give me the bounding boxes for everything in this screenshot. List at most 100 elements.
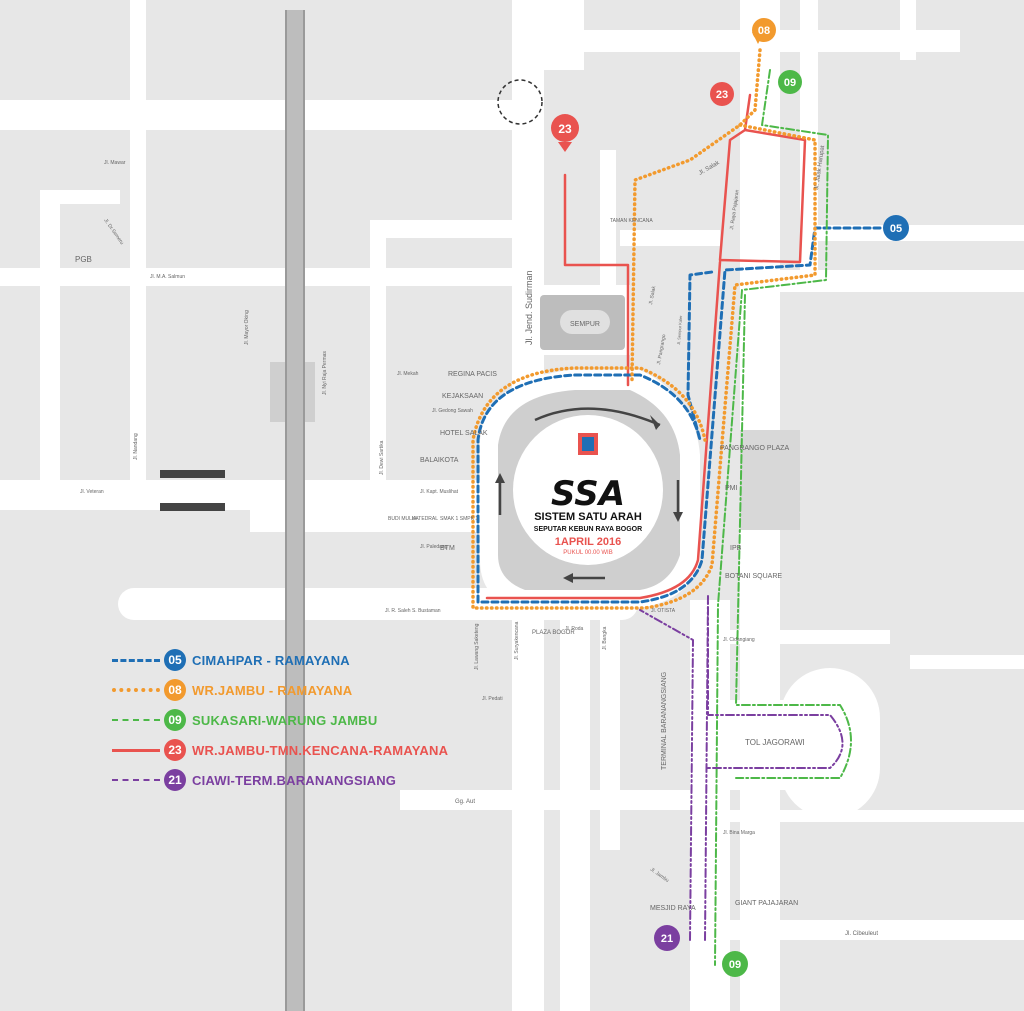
svg-text:09: 09 bbox=[784, 77, 796, 89]
badge-05-right: 05 bbox=[883, 215, 909, 241]
rail-crossing-top bbox=[160, 470, 225, 478]
street-nyi-raja-permas: Jl. Nyi Raja Permas bbox=[322, 351, 328, 395]
svg-text:09: 09 bbox=[729, 959, 741, 971]
legend-item-08: 08 WR.JAMBU - RAMAYANA bbox=[112, 675, 472, 705]
svg-text:05: 05 bbox=[890, 223, 902, 235]
legend-badge-21: 21 bbox=[164, 769, 186, 791]
legend-label-23: WR.JAMBU-TMN.KENCANA-RAMAYANA bbox=[192, 742, 449, 758]
ssa-time: PUKUL 00.00 WIB bbox=[563, 550, 612, 556]
route-23-line bbox=[485, 93, 807, 600]
legend-item-23: 23 WR.JAMBU-TMN.KENCANA-RAMAYANA bbox=[112, 735, 472, 765]
place-pangrango-plaza: PANGRANGO PLAZA bbox=[720, 445, 789, 452]
place-terminal: TERMINAL BARANANGSIANG bbox=[661, 672, 668, 770]
street-cidangiang: Jl. Cidangiang bbox=[723, 637, 755, 643]
street-salak-top: Jl. Salak bbox=[698, 160, 722, 177]
street-kapt-muslihat: Jl. Kapt. Muslihat bbox=[420, 489, 459, 495]
place-tol-jagorawi: TOL JAGORAWI bbox=[745, 738, 805, 747]
ssa-date: 1APRIL 2016 bbox=[555, 536, 621, 548]
railway-track bbox=[285, 10, 305, 1011]
street-taman-kencana: TAMAN KENCANA bbox=[610, 218, 653, 224]
legend-badge-23: 23 bbox=[164, 739, 186, 761]
street-roda: Jl. Roda bbox=[565, 626, 584, 632]
route-09-line bbox=[714, 69, 852, 966]
badge-09-bottom: 09 bbox=[722, 951, 748, 977]
route-08-line bbox=[471, 48, 817, 610]
route-21-line bbox=[639, 594, 844, 941]
place-budi-mulia: BUDI MULIA bbox=[388, 516, 417, 522]
svg-text:23: 23 bbox=[558, 122, 572, 136]
street-suryakencana: Jl. Suryakencana bbox=[514, 621, 520, 660]
badge-23-top: 23 bbox=[710, 82, 734, 106]
street-pedati: Jl. Pedati bbox=[482, 696, 503, 702]
legend-label-21: CIAWI-TERM.BARANANGSIANG bbox=[192, 772, 397, 788]
place-pmi: PMI bbox=[725, 485, 738, 492]
street-sempur-kaler: Jl. Sempur Kaler bbox=[676, 315, 683, 346]
place-plaza-bogor: PLAZA BOGOR bbox=[532, 630, 575, 636]
bogor-emblem-inner bbox=[582, 437, 594, 451]
street-mawar: Jl. Mawar bbox=[104, 160, 126, 166]
route-legend: 05 CIMAHPAR - RAMAYANA 08 WR.JAMBU - RAM… bbox=[112, 645, 472, 795]
place-hotel-salak: HOTEL SALAK bbox=[440, 430, 488, 437]
route-05-line bbox=[476, 226, 882, 604]
place-botani-square: BOTANI SQUARE bbox=[725, 573, 782, 580]
center-circle bbox=[513, 415, 663, 565]
svg-text:21: 21 bbox=[661, 933, 673, 945]
legend-label-09: SUKASARI-WARUNG JAMBU bbox=[192, 712, 378, 728]
street-jambu: Jl. Jambu bbox=[649, 867, 670, 884]
street-salak: Jl. Salak bbox=[648, 285, 657, 305]
street-otista: Jl. OTISTA bbox=[651, 608, 676, 614]
street-bina-marga: Jl. Bina Marga bbox=[723, 830, 755, 836]
badge-08-top: 08 bbox=[752, 18, 776, 44]
ssa-subtitle: SEPUTAR KEBUN RAYA BOGOR bbox=[534, 526, 642, 533]
legend-badge-05: 05 bbox=[164, 649, 186, 671]
place-mesjid-raya: MESJID RAYA bbox=[650, 905, 696, 912]
legend-badge-08: 08 bbox=[164, 679, 186, 701]
legend-line-08 bbox=[112, 688, 160, 692]
street-raya-pajajaran: Jl. Raya Pajajaran bbox=[729, 189, 741, 230]
place-smak: SMAK 1 SMPK 1 bbox=[440, 516, 478, 522]
place-btm: BTM bbox=[440, 545, 455, 552]
street-bangka: Jl. Bangka bbox=[602, 626, 608, 650]
place-labels: PGB REGINA PACIS KEJAKSAAN HOTEL SALAK B… bbox=[75, 218, 805, 912]
place-giant: GIANT PAJAJARAN bbox=[735, 900, 798, 907]
place-kejaksaan: KEJAKSAAN bbox=[442, 393, 483, 400]
legend-line-09 bbox=[112, 719, 160, 721]
legend-line-23 bbox=[112, 748, 160, 752]
roundabout bbox=[497, 79, 543, 125]
street-veteran: Jl. Veteran bbox=[80, 489, 104, 495]
badge-23-mid: 23 bbox=[551, 114, 579, 152]
legend-item-21: 21 CIAWI-TERM.BARANANGSIANG bbox=[112, 765, 472, 795]
place-balaikota: BALAIKOTA bbox=[420, 457, 459, 464]
street-lawang-saketeng: Jl. Lawang Saketeng bbox=[474, 623, 480, 670]
place-sempur: SEMPUR bbox=[570, 321, 600, 328]
place-ipb: IPB bbox=[730, 545, 742, 552]
legend-label-08: WR.JAMBU - RAMAYANA bbox=[192, 682, 353, 698]
street-nandang: Jl. Nandang bbox=[133, 433, 139, 460]
street-saleh-bustaman: Jl. R. Saleh S. Bustaman bbox=[385, 608, 441, 614]
street-ma-salmun: Jl. M.A. Salmun bbox=[150, 274, 185, 280]
street-dr-semeru: Jl. Dr.Semeru bbox=[102, 218, 124, 246]
legend-label-05: CIMAHPAR - RAMAYANA bbox=[192, 652, 350, 668]
svg-text:23: 23 bbox=[716, 89, 728, 101]
street-paledang: Jl. Paledang bbox=[420, 544, 448, 550]
street-cibeuleut: Jl. Cibeuleut bbox=[845, 931, 878, 937]
street-gg-aut: Gg. Aut bbox=[455, 799, 475, 805]
route-badges: 08 23 09 23 05 21 09 bbox=[551, 18, 909, 977]
street-labels: Jl. Jend. Sudirman Jl. Mawar Jl. Dr.Seme… bbox=[80, 145, 878, 937]
badge-21-bottom: 21 bbox=[654, 925, 680, 951]
legend-item-05: 05 CIMAHPAR - RAMAYANA bbox=[112, 645, 472, 675]
street-pangrango: Jl. Pangrango bbox=[656, 334, 667, 366]
place-katedral: KATEDRAL bbox=[412, 516, 438, 522]
rail-crossing-bottom bbox=[160, 503, 225, 511]
place-pgb: PGB bbox=[75, 255, 92, 264]
ssa-logo: SSA bbox=[551, 474, 625, 514]
street-mayor-oking: Jl. Mayor Oking bbox=[244, 310, 250, 345]
badge-09-top: 09 bbox=[778, 70, 802, 94]
street-mekah: Jl. Mekah bbox=[397, 371, 419, 377]
sempur-track bbox=[560, 310, 610, 334]
flow-arrows bbox=[495, 407, 683, 583]
street-dewi-sartika: Jl. Dewi Sartika bbox=[379, 440, 385, 475]
legend-line-05 bbox=[112, 658, 160, 662]
